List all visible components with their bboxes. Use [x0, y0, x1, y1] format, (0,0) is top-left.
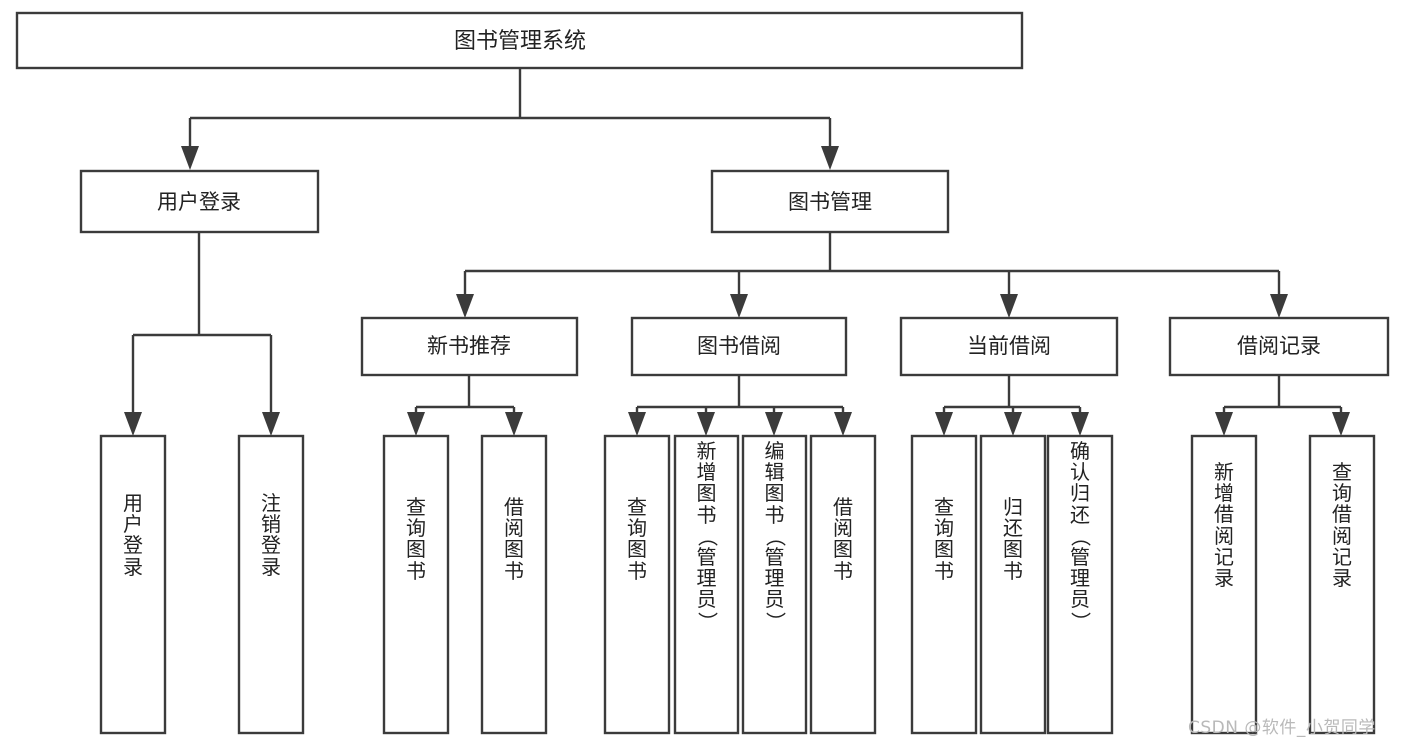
leaf-box-leaf-query-record[interactable]	[1308, 434, 1376, 735]
node-borrow-record-label: 借阅记录	[1237, 334, 1321, 358]
node-new-book-rec[interactable]: 新书推荐	[360, 316, 579, 377]
leaf-boxes	[99, 434, 1376, 735]
arrow-head-borrow-record	[1270, 294, 1288, 318]
arrow-head-book-borrow	[730, 294, 748, 318]
arrow-head-book-mgmt	[821, 146, 839, 170]
node-book-borrow[interactable]: 图书借阅	[630, 316, 848, 377]
leaf-box-leaf-query-book-2[interactable]	[603, 434, 671, 735]
arrow-head-bb-leaf-2	[697, 412, 715, 436]
node-current-borrow[interactable]: 当前借阅	[899, 316, 1119, 377]
node-book-mgmt-box[interactable]	[710, 169, 950, 234]
node-book-borrow-box[interactable]	[630, 316, 848, 377]
arrow-head-br-leaf-1	[1215, 412, 1233, 436]
node-book-borrow-label: 图书借阅	[697, 334, 781, 358]
node-root[interactable]: 图书管理系统	[15, 11, 1024, 70]
edge-group-user-login	[124, 232, 280, 436]
arrow-head-leaf-user-login	[124, 412, 142, 436]
edge-group-root	[181, 68, 839, 170]
node-new-book-rec-label: 新书推荐	[427, 334, 511, 358]
leaf-box-leaf-confirm-return[interactable]	[1046, 434, 1114, 735]
leaf-box-leaf-query-book-3[interactable]	[910, 434, 978, 735]
node-book-mgmt[interactable]: 图书管理	[710, 169, 950, 234]
edge-group-book-borrow	[628, 375, 852, 436]
arrow-head-bb-leaf-1	[628, 412, 646, 436]
arrow-head-cb-leaf-3	[1071, 412, 1089, 436]
leaf-box-leaf-query-book-1[interactable]	[382, 434, 450, 735]
arrow-head-nbr-leaf-2	[505, 412, 523, 436]
edge-group-new-book-rec	[407, 375, 523, 436]
arrow-head-nbr-leaf-1	[407, 412, 425, 436]
leaf-box-leaf-return-book[interactable]	[979, 434, 1047, 735]
node-book-mgmt-label: 图书管理	[788, 190, 872, 214]
arrow-head-bb-leaf-4	[834, 412, 852, 436]
arrow-head-bb-leaf-3	[765, 412, 783, 436]
arrow-head-new-book-rec	[456, 294, 474, 318]
edge-group-book-mgmt	[456, 232, 1288, 318]
node-user-login-box[interactable]	[79, 169, 320, 234]
edge-group-borrow-record	[1215, 375, 1350, 436]
node-root-box[interactable]	[15, 11, 1024, 70]
node-user-login-label: 用户登录	[157, 190, 241, 214]
arrow-head-cb-leaf-1	[935, 412, 953, 436]
edge-group-current-borrow	[935, 375, 1089, 436]
node-current-borrow-box[interactable]	[899, 316, 1119, 377]
node-new-book-rec-box[interactable]	[360, 316, 579, 377]
arrow-head-user-login	[181, 146, 199, 170]
node-user-login[interactable]: 用户登录	[79, 169, 320, 234]
leaf-box-leaf-borrow-book-2[interactable]	[809, 434, 877, 735]
arrow-head-cb-leaf-2	[1004, 412, 1022, 436]
leaf-box-leaf-add-record[interactable]	[1190, 434, 1258, 735]
node-borrow-record-box[interactable]	[1168, 316, 1390, 377]
csdn-watermark: CSDN @软件_小贺同学	[1188, 718, 1376, 738]
leaf-box-leaf-logout[interactable]	[237, 434, 305, 735]
arrow-head-current-borrow	[1000, 294, 1018, 318]
leaf-box-leaf-add-book[interactable]	[673, 434, 740, 735]
leaf-box-leaf-user-login[interactable]	[99, 434, 167, 735]
node-borrow-record[interactable]: 借阅记录	[1168, 316, 1390, 377]
arrow-head-leaf-logout	[262, 412, 280, 436]
node-root-label: 图书管理系统	[454, 29, 586, 54]
arrow-head-br-leaf-2	[1332, 412, 1350, 436]
leaf-box-leaf-edit-book[interactable]	[741, 434, 808, 735]
node-current-borrow-label: 当前借阅	[967, 334, 1051, 358]
leaf-box-leaf-borrow-book-1[interactable]	[480, 434, 548, 735]
